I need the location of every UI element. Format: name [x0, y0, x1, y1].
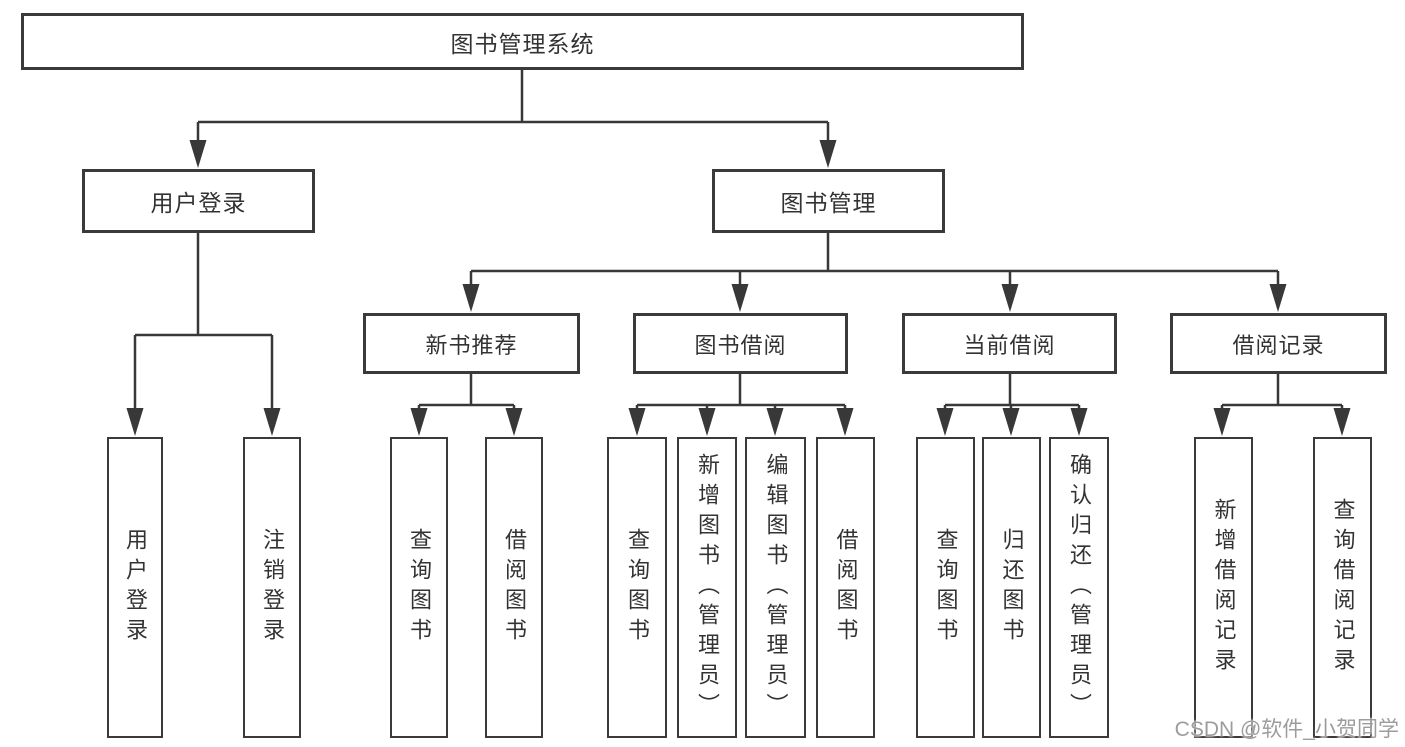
leaf-cb-return-book-label: 归还图书: [999, 527, 1025, 648]
leaf-nb-borrow-book-label: 借阅图书: [502, 527, 527, 648]
leaf-cb-confirm-return-admin-label: 确认归还（管理员）: [1067, 452, 1092, 723]
leaf-br-add-record: 新增借阅记录: [1194, 437, 1253, 738]
leaf-bb-add-book-admin-label: 新增图书（管理员）: [695, 452, 720, 723]
leaf-bb-borrow-book: 借阅图书: [816, 437, 875, 738]
leaf-logout: 注销登录: [243, 437, 301, 738]
node-current-borrow-label: 当前借阅: [963, 332, 1056, 358]
leaf-bb-borrow-book-label: 借阅图书: [833, 527, 859, 648]
node-book-borrow: 图书借阅: [633, 313, 848, 374]
leaf-br-query-record: 查询借阅记录: [1313, 437, 1372, 738]
node-new-book-recommend: 新书推荐: [363, 313, 580, 374]
node-new-book-recommend-label: 新书推荐: [425, 332, 518, 358]
leaf-bb-query-book-label: 查询图书: [625, 527, 650, 648]
leaf-nb-query-book-label: 查询图书: [407, 527, 432, 648]
leaf-nb-query-book: 查询图书: [390, 437, 448, 738]
leaf-user-login-label: 用户登录: [123, 527, 148, 648]
node-user-login: 用户登录: [82, 169, 315, 233]
leaf-user-login: 用户登录: [107, 437, 163, 738]
leaf-cb-confirm-return-admin: 确认归还（管理员）: [1049, 437, 1109, 738]
leaf-cb-query-book: 查询图书: [916, 437, 975, 738]
node-book-management-label: 图书管理: [780, 190, 877, 216]
node-borrow-records-label: 借阅记录: [1232, 332, 1325, 358]
node-user-login-label: 用户登录: [150, 190, 247, 216]
leaf-br-query-record-label: 查询借阅记录: [1330, 497, 1356, 678]
node-root-label: 图书管理系统: [450, 30, 595, 57]
node-current-borrow: 当前借阅: [902, 313, 1117, 374]
leaf-bb-edit-book-admin: 编辑图书（管理员）: [745, 437, 806, 738]
leaf-cb-return-book: 归还图书: [982, 437, 1041, 738]
leaf-bb-edit-book-admin-label: 编辑图书（管理员）: [763, 452, 789, 723]
node-book-borrow-label: 图书借阅: [694, 332, 787, 358]
node-borrow-records: 借阅记录: [1170, 313, 1387, 374]
leaf-bb-add-book-admin: 新增图书（管理员）: [677, 437, 737, 738]
leaf-logout-label: 注销登录: [260, 527, 285, 648]
leaf-cb-query-book-label: 查询图书: [933, 527, 959, 648]
leaf-br-add-record-label: 新增借阅记录: [1211, 497, 1237, 678]
leaf-bb-query-book: 查询图书: [607, 437, 667, 738]
node-root: 图书管理系统: [21, 13, 1024, 70]
node-book-management: 图书管理: [712, 169, 945, 233]
watermark: CSDN @软件_小贺同学: [1174, 718, 1399, 741]
leaf-nb-borrow-book: 借阅图书: [485, 437, 543, 738]
